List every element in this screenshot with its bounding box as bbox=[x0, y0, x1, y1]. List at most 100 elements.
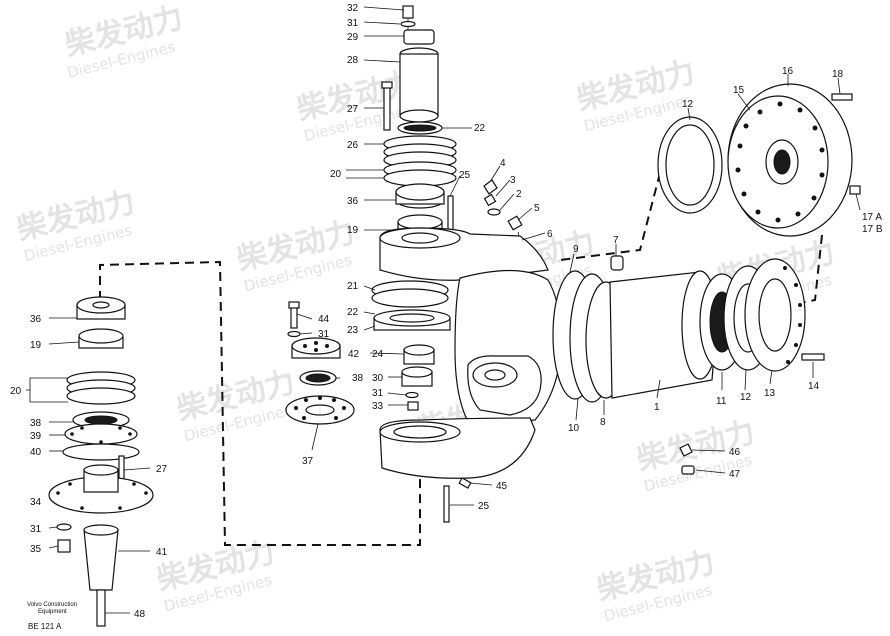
label-20: 20 bbox=[330, 169, 342, 180]
label-31: 31 bbox=[372, 388, 384, 399]
label-19: 19 bbox=[30, 340, 42, 351]
label-25: 25 bbox=[478, 501, 490, 512]
label-2: 2 bbox=[516, 189, 522, 200]
label-27: 27 bbox=[347, 104, 359, 115]
left-lower-stack bbox=[48, 296, 154, 627]
shim bbox=[371, 288, 449, 308]
label-12: 12 bbox=[682, 99, 694, 110]
bushing-top bbox=[403, 344, 435, 356]
label-16: 16 bbox=[782, 66, 794, 77]
label-47: 47 bbox=[729, 469, 741, 480]
bolt bbox=[801, 353, 825, 361]
label-32: 32 bbox=[347, 3, 359, 14]
label-17b: 17 B bbox=[862, 224, 883, 235]
label-9: 9 bbox=[573, 244, 579, 255]
lower-kingpin-top bbox=[83, 524, 119, 536]
knuckle-inner-parts bbox=[371, 280, 451, 411]
lower-bolts bbox=[443, 477, 472, 523]
gasket-ring-inner bbox=[665, 124, 715, 206]
bolt-head bbox=[57, 539, 71, 553]
seal-inner bbox=[305, 373, 331, 383]
label-39: 39 bbox=[30, 431, 42, 442]
label-10: 10 bbox=[568, 423, 580, 434]
plate-top bbox=[291, 337, 341, 355]
part-number-labels: 32 31 29 28 27 22 26 20 4 3 2 5 25 36 19… bbox=[10, 3, 883, 620]
label-4: 4 bbox=[500, 158, 506, 169]
label-48: 48 bbox=[134, 609, 146, 620]
o-ring bbox=[62, 443, 140, 461]
bolt bbox=[290, 305, 298, 329]
label-30: 30 bbox=[372, 373, 384, 384]
bearing-cone-top bbox=[78, 328, 124, 344]
cap bbox=[403, 29, 435, 45]
label-25: 25 bbox=[459, 170, 471, 181]
label-33: 33 bbox=[372, 401, 384, 412]
caption-line-2: Equipment bbox=[38, 609, 67, 615]
lower-kingpin bbox=[83, 529, 119, 591]
bearing-cup-bore bbox=[92, 301, 110, 309]
label-22: 22 bbox=[474, 123, 486, 134]
bottom-housing-boss-top bbox=[83, 464, 119, 476]
washer bbox=[405, 391, 419, 399]
label-46: 46 bbox=[729, 447, 741, 458]
pin-bottom bbox=[399, 109, 439, 123]
label-1: 1 bbox=[654, 402, 660, 413]
caption-reference: BE 121 A bbox=[28, 622, 62, 631]
label-29: 29 bbox=[347, 32, 359, 43]
top-kingpin-stack bbox=[381, 5, 457, 246]
leader-lines bbox=[26, 6, 861, 614]
label-8: 8 bbox=[600, 417, 606, 428]
grease-nipple bbox=[483, 179, 498, 195]
label-35: 35 bbox=[30, 544, 42, 555]
label-37: 37 bbox=[302, 456, 314, 467]
bearing-cup-top bbox=[395, 183, 445, 201]
label-22: 22 bbox=[347, 307, 359, 318]
plug bbox=[679, 443, 693, 457]
label-31: 31 bbox=[30, 524, 42, 535]
steering-arm-eye-inner bbox=[484, 369, 506, 381]
bolt bbox=[831, 93, 853, 101]
lower-arm-bore-inner bbox=[393, 425, 447, 439]
label-28: 28 bbox=[347, 55, 359, 66]
label-7: 7 bbox=[613, 235, 619, 246]
label-15: 15 bbox=[733, 85, 745, 96]
label-14: 14 bbox=[808, 381, 820, 392]
small-plugs bbox=[679, 443, 695, 475]
label-13: 13 bbox=[764, 388, 776, 399]
plug bbox=[849, 185, 861, 195]
label-21: 21 bbox=[347, 281, 359, 292]
wheel-flange bbox=[657, 83, 861, 237]
assembly-dashed-line-top-right bbox=[559, 172, 661, 261]
label-31: 31 bbox=[347, 18, 359, 29]
label-34: 34 bbox=[30, 497, 42, 508]
label-42: 42 bbox=[348, 349, 360, 360]
bolt-long bbox=[383, 85, 391, 131]
label-17a: 17 A bbox=[862, 212, 882, 223]
lower-pin-parts bbox=[285, 301, 355, 425]
bolt bbox=[458, 477, 472, 489]
flange-bore bbox=[305, 404, 335, 416]
shim bbox=[66, 387, 136, 405]
label-26: 26 bbox=[347, 140, 359, 151]
bolt-head bbox=[402, 5, 414, 19]
adapter bbox=[483, 193, 497, 207]
label-44: 44 bbox=[318, 314, 330, 325]
washer bbox=[400, 20, 416, 28]
hub-flange-bore bbox=[758, 278, 792, 352]
label-45: 45 bbox=[496, 481, 508, 492]
seal-inner bbox=[403, 124, 437, 132]
label-31: 31 bbox=[318, 329, 330, 340]
bolt-long-head bbox=[381, 81, 393, 89]
washer bbox=[287, 330, 301, 338]
planetary-housing-hub bbox=[773, 149, 791, 175]
label-11: 11 bbox=[716, 396, 727, 407]
hub-assembly bbox=[552, 255, 825, 403]
grease-rod bbox=[96, 589, 106, 627]
label-41: 41 bbox=[156, 547, 168, 558]
seal-inner bbox=[84, 415, 118, 425]
plug bbox=[681, 465, 695, 475]
seal-washer bbox=[487, 208, 501, 216]
label-19: 19 bbox=[347, 225, 359, 236]
